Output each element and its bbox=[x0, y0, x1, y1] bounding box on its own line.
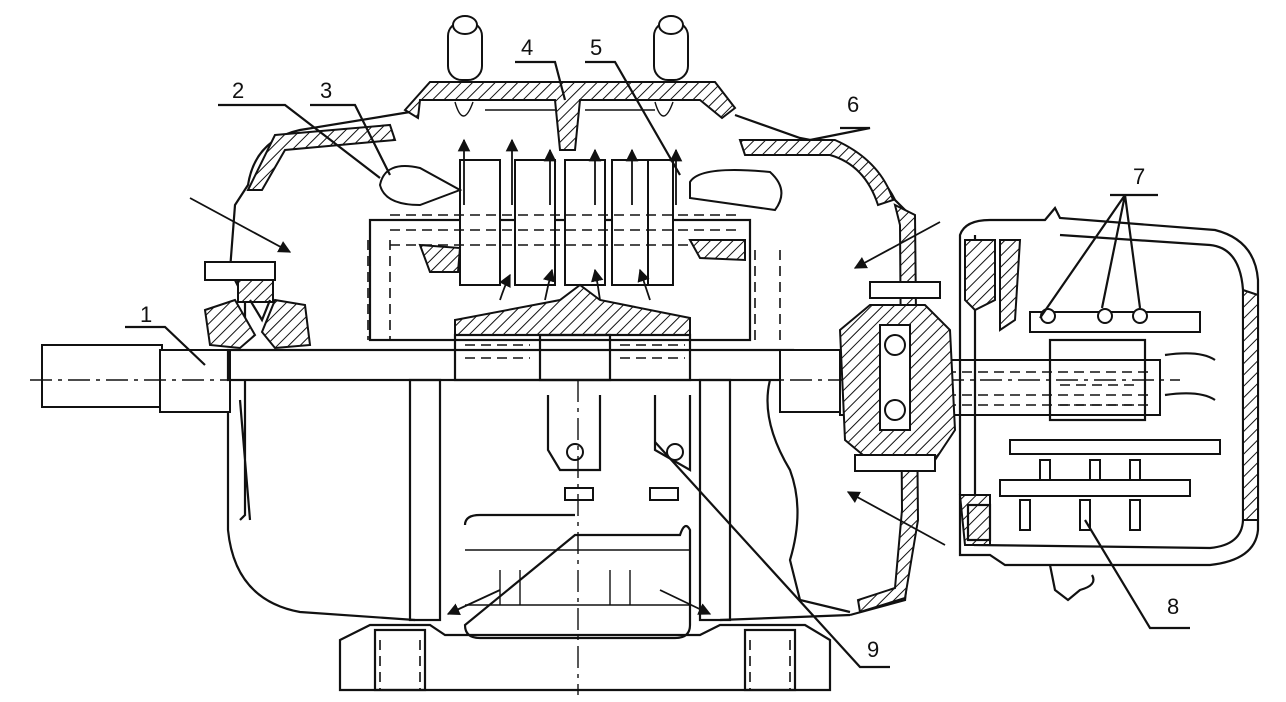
left-bearing bbox=[203, 261, 312, 350]
callout-2: 2 bbox=[232, 78, 244, 103]
top-cover bbox=[403, 15, 737, 151]
stator-core bbox=[367, 159, 783, 342]
callout-labels: 1 2 3 4 5 6 7 8 9 bbox=[140, 35, 1179, 662]
air-cooler bbox=[463, 380, 692, 695]
callout-9: 9 bbox=[867, 637, 879, 662]
callout-5: 5 bbox=[590, 35, 602, 60]
callout-6: 6 bbox=[847, 92, 859, 117]
callout-1: 1 bbox=[140, 302, 152, 327]
exciter-housing bbox=[958, 206, 1260, 602]
callout-8: 8 bbox=[1167, 594, 1179, 619]
callout-4: 4 bbox=[521, 35, 533, 60]
right-bearing bbox=[766, 281, 957, 614]
leader-lines bbox=[125, 60, 1190, 669]
airflow-arrows bbox=[189, 138, 946, 615]
rotor bbox=[453, 283, 692, 382]
stand bbox=[338, 378, 832, 692]
callout-3: 3 bbox=[320, 78, 332, 103]
shaft bbox=[30, 344, 1180, 416]
callout-7: 7 bbox=[1133, 164, 1145, 189]
